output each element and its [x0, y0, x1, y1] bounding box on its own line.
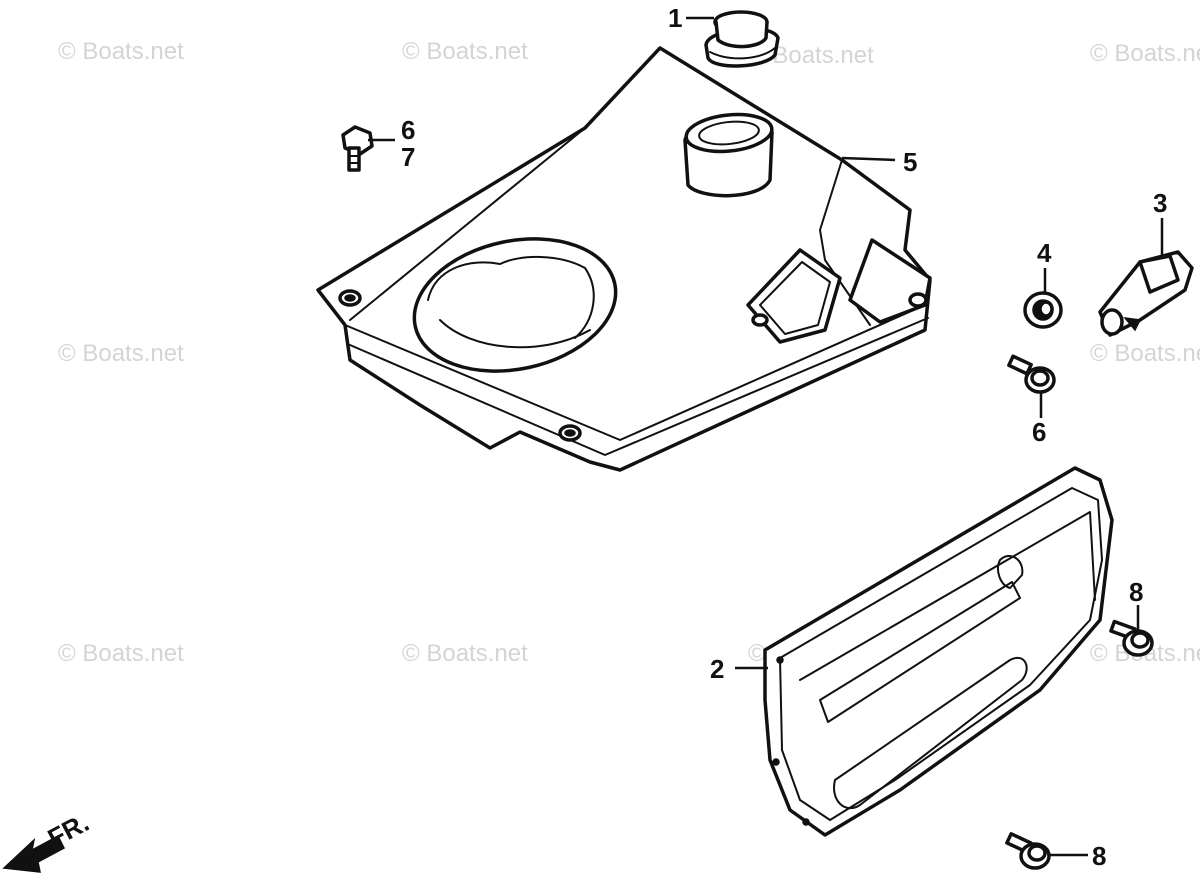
- callout-7: 7: [401, 142, 415, 172]
- callout-5: 5: [903, 147, 917, 177]
- arrow-left-icon: [2, 834, 65, 873]
- grommet-part-4[interactable]: [1023, 291, 1063, 329]
- holder-part-3[interactable]: [1098, 250, 1194, 337]
- callout-2: 2: [710, 654, 724, 684]
- callout-6: 6: [401, 115, 415, 145]
- callout-1: 1: [668, 3, 682, 33]
- leader-line-5: [841, 156, 896, 162]
- bolt-part-6-7[interactable]: [341, 125, 374, 172]
- callout-8-upper: 8: [1129, 577, 1143, 607]
- bolt-part-8-lower[interactable]: [1005, 832, 1051, 870]
- callout-8-lower: 8: [1092, 841, 1106, 871]
- bolt-part-8-upper[interactable]: [1109, 619, 1154, 657]
- side-cover-part-2[interactable]: [763, 466, 1114, 837]
- bolt-part-6[interactable]: [1007, 354, 1056, 394]
- callout-3: 3: [1153, 188, 1167, 218]
- callout-6-right: 6: [1032, 417, 1046, 447]
- cap-part-1[interactable]: [704, 10, 780, 68]
- tank-cover-part-5[interactable]: [316, 46, 932, 472]
- forward-direction-indicator: FR.: [2, 807, 94, 873]
- callout-4: 4: [1037, 238, 1052, 268]
